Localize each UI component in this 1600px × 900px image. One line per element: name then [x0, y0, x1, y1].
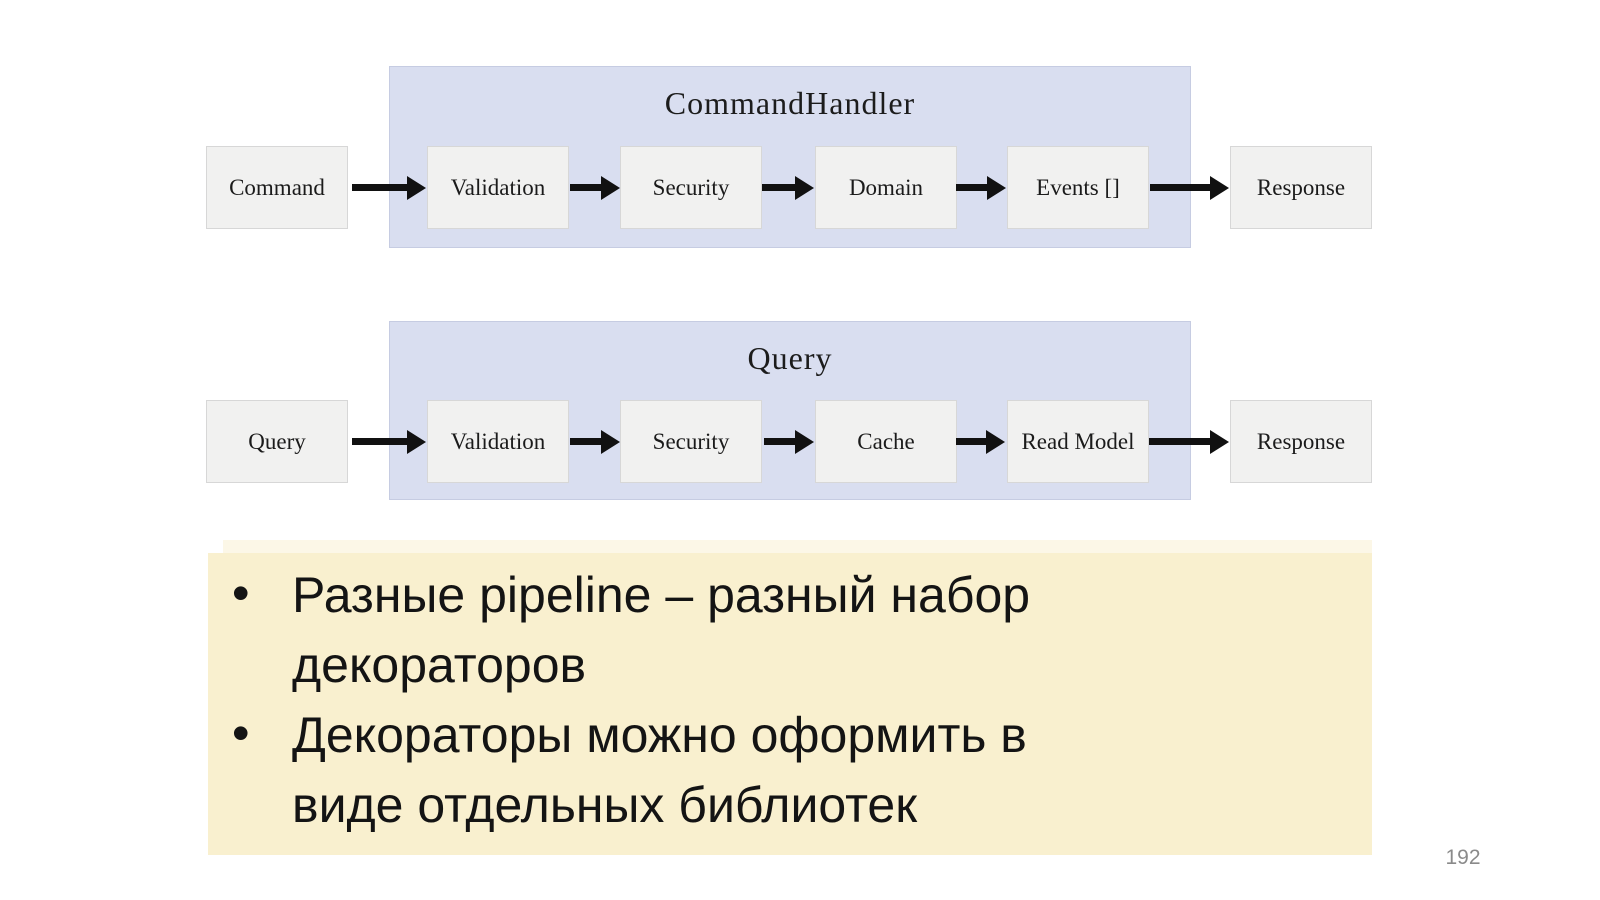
flow-arrow — [1149, 429, 1229, 454]
node-cache: Cache — [815, 400, 957, 483]
bullet-list: • Разные pipeline – разный набор декорато… — [208, 553, 1372, 840]
node-response-query-label: Response — [1256, 428, 1346, 454]
node-response-command: Response — [1230, 146, 1372, 229]
bullet-text: Разные pipeline – разный набор декораторо… — [292, 567, 1030, 693]
flow-arrow — [1150, 175, 1229, 200]
node-response-query: Response — [1230, 400, 1372, 483]
node-cache-label: Cache — [857, 428, 915, 454]
node-read-model: Read Model — [1007, 400, 1149, 483]
node-validation-command-label: Validation — [450, 174, 546, 200]
node-events-label: Events [] — [1036, 174, 1120, 200]
node-security-command: Security — [620, 146, 762, 229]
flow-arrow — [956, 429, 1005, 454]
flow-arrow — [352, 429, 426, 454]
bullet-line: виде отдельных библиотек — [292, 777, 918, 833]
node-command-label: Command — [229, 174, 325, 200]
bullet-item: • Разные pipeline – разный набор декорато… — [208, 560, 1342, 700]
node-security-command-label: Security — [652, 174, 730, 200]
bullet-text: Декораторы можно оформить в виде отдельны… — [292, 707, 1027, 833]
flow-arrow — [352, 175, 426, 200]
node-domain: Domain — [815, 146, 957, 229]
node-query: Query — [206, 400, 348, 483]
node-response-command-label: Response — [1256, 174, 1346, 200]
bullet-line: Разные pipeline – разный набор — [292, 567, 1031, 623]
flow-arrow — [570, 429, 620, 454]
node-security-query: Security — [620, 400, 762, 483]
note-box-soft-edge — [223, 540, 1372, 553]
flow-arrow — [956, 175, 1006, 200]
bullet-item: • Декораторы можно оформить в виде отдель… — [208, 700, 1342, 840]
bullet-line: Декораторы можно оформить в — [292, 707, 1027, 763]
node-domain-label: Domain — [848, 174, 924, 200]
query-group-title: Query — [747, 340, 833, 376]
node-command: Command — [206, 146, 348, 229]
note-box: • Разные pipeline – разный набор декорато… — [208, 553, 1372, 855]
bullet-marker: • — [232, 705, 250, 761]
node-validation-query-label: Validation — [450, 428, 546, 454]
node-events: Events [] — [1007, 146, 1149, 229]
page-number: 192 — [1445, 846, 1481, 869]
bullet-marker: • — [232, 565, 250, 621]
node-validation-command: Validation — [427, 146, 569, 229]
node-query-label: Query — [248, 428, 306, 454]
node-validation-query: Validation — [427, 400, 569, 483]
flow-arrow — [764, 429, 814, 454]
node-security-query-label: Security — [652, 428, 730, 454]
bullet-line: декораторов — [292, 637, 587, 693]
flow-arrow — [570, 175, 620, 200]
node-read-model-label: Read Model — [1021, 428, 1135, 454]
flow-arrow — [762, 175, 814, 200]
command-handler-group-title: CommandHandler — [664, 85, 916, 121]
